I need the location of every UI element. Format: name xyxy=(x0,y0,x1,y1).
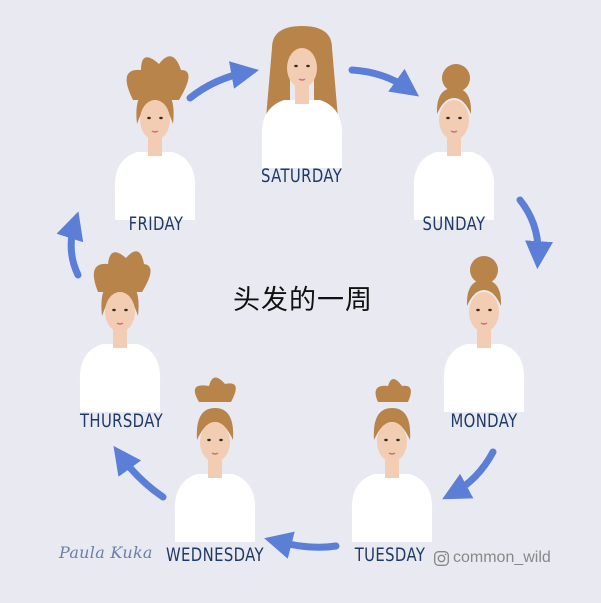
arrow-sunday-to-monday-icon xyxy=(516,196,553,270)
social-handle-text: common_wild xyxy=(453,549,551,566)
day-label-monday: MONDAY xyxy=(450,410,518,432)
day-label-tuesday: TUESDAY xyxy=(354,544,426,566)
artist-signature: Paula Kuka xyxy=(59,543,153,562)
arrow-tuesday-to-wednesday-icon xyxy=(264,531,340,559)
page-title: 头发的一周 xyxy=(233,285,373,316)
arrow-thursday-to-friday-icon xyxy=(56,211,84,279)
arrow-saturday-to-sunday-icon xyxy=(348,66,420,97)
wednesday-girl xyxy=(174,377,256,543)
saturday-girl xyxy=(261,26,343,169)
monday-girl xyxy=(443,256,525,413)
social-handle: common_wild xyxy=(433,549,551,567)
tuesday-girl xyxy=(351,379,433,543)
arrow-friday-to-saturday-icon xyxy=(186,61,260,102)
instagram-icon xyxy=(434,550,449,566)
day-label-wednesday: WEDNESDAY xyxy=(166,544,264,566)
day-label-thursday: THURSDAY xyxy=(79,410,164,432)
day-label-sunday: SUNDAY xyxy=(422,213,486,235)
arrow-monday-to-tuesday-icon xyxy=(442,448,497,500)
thursday-girl xyxy=(79,251,161,413)
day-label-friday: FRIDAY xyxy=(128,213,184,235)
friday-girl xyxy=(114,56,196,221)
sunday-girl xyxy=(413,64,495,221)
arrow-wednesday-to-thursday-icon xyxy=(113,445,167,501)
day-label-saturday: SATURDAY xyxy=(261,165,343,187)
